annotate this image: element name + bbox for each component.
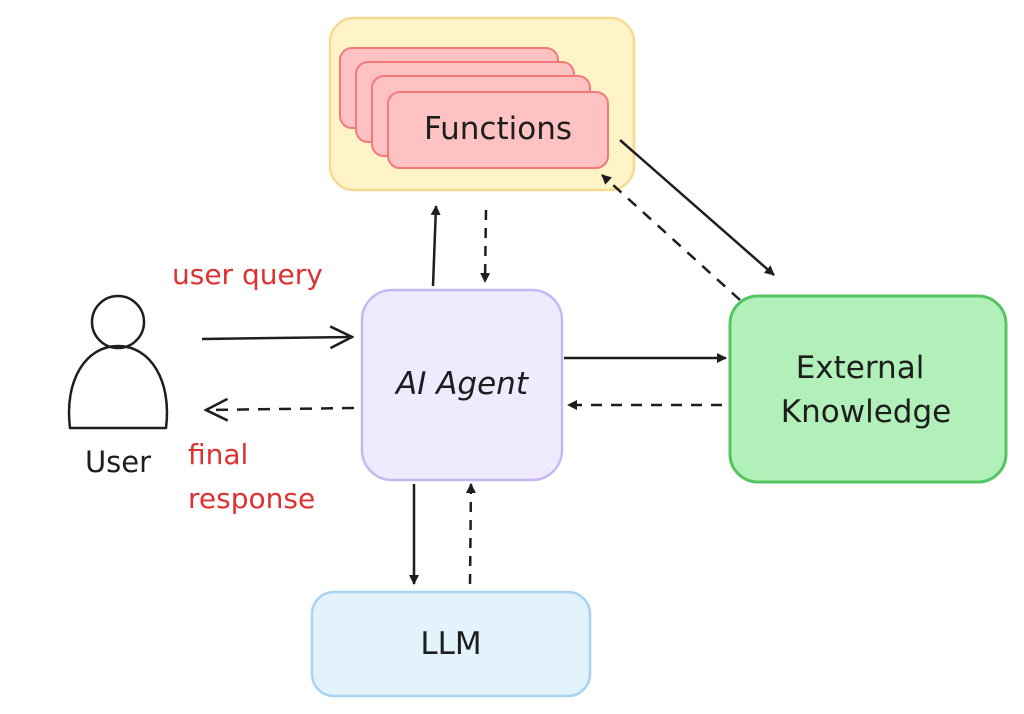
knowledge-label-line2: Knowledge [781, 394, 951, 430]
llm-label: LLM [420, 626, 481, 662]
agent-label: AI Agent [394, 366, 530, 402]
functions-to-knowledge-arrow [619, 139, 775, 276]
llm-box [310, 590, 592, 698]
functions-label: Functions [424, 111, 572, 147]
user-label: User [85, 445, 151, 479]
final-response-label-line1: final [188, 438, 248, 471]
function-card-front [387, 91, 609, 169]
llm-to-agent-arrow [465, 483, 476, 585]
user-body-icon [67, 344, 169, 430]
functions-node: Functions [328, 16, 636, 192]
knowledge-box [728, 294, 1008, 484]
user-node: User [67, 294, 169, 479]
llm-node: LLM [310, 590, 592, 698]
agent-to-functions-arrow [430, 205, 441, 287]
knowledge-label-line1: External [796, 350, 925, 386]
agent-node: AI Agent [360, 288, 564, 482]
final-response-arrow [206, 408, 355, 410]
functions-to-agent-arrow [480, 209, 491, 283]
knowledge-to-functions-arrow [601, 174, 741, 301]
user-query-label: user query [172, 258, 323, 291]
user-head-icon [90, 294, 146, 350]
user-query-arrow [201, 337, 352, 339]
agent-box [360, 288, 564, 482]
knowledge-node: External Knowledge [728, 294, 1008, 484]
final-response-label-line2: response [188, 482, 315, 515]
